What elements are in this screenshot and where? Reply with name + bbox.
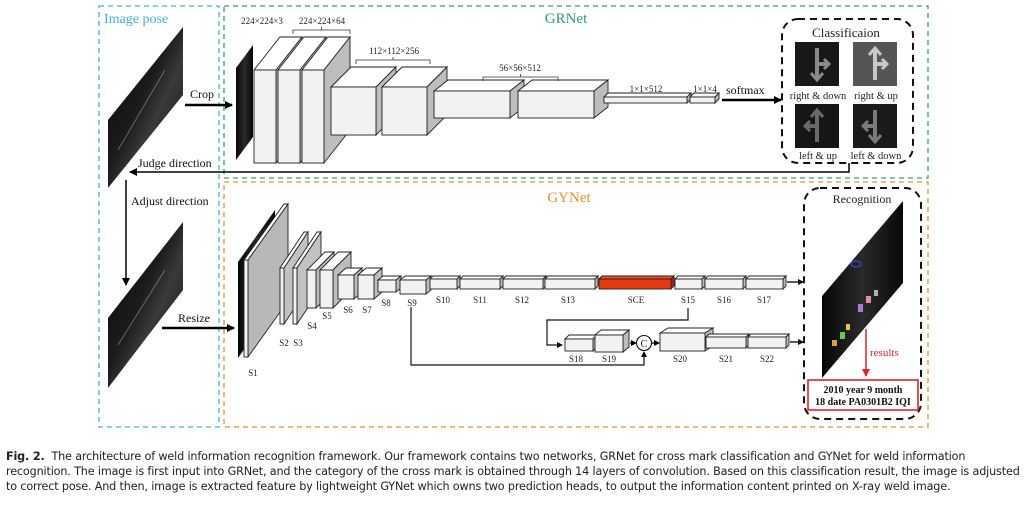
image-pose-title: Image pose: [104, 12, 168, 27]
detection-marks: [832, 260, 878, 346]
stage-label: S18: [569, 354, 584, 364]
gynet-stage-S12: [501, 274, 548, 291]
class-thumbnail-right-down: [795, 42, 839, 86]
judge-direction-label: Judge direction: [138, 156, 212, 170]
figure-caption: Fig. 2. The architecture of weld informa…: [6, 449, 1020, 495]
gynet-stage-S15: [673, 274, 707, 291]
gynet-stage-S21: [704, 332, 751, 350]
stage-label: S21: [719, 354, 733, 364]
gynet-stage-S10: [428, 274, 462, 291]
recognition-title: Recognition: [833, 192, 892, 206]
softmax-label: softmax: [726, 83, 765, 97]
grnet-dim-label: 112×112×256: [369, 46, 419, 56]
classification-box: [781, 18, 914, 164]
stage-label: S8: [381, 298, 391, 308]
grnet-dim-label: 224×224×64: [299, 16, 346, 26]
stage-label: SCE: [628, 295, 645, 305]
class-label-right-up: right & up: [854, 91, 898, 102]
gynet-stage-S16: [703, 274, 748, 291]
gynet-stage-S13: [543, 274, 600, 291]
class-thumbnail-left-down: [853, 104, 897, 148]
dimension-bracket: [355, 57, 431, 64]
stage-label: S19: [602, 354, 617, 364]
caption-text: The architecture of weld information rec…: [6, 450, 1020, 494]
gynet-title: GYNet: [547, 190, 591, 206]
concat-symbol: C: [641, 339, 648, 350]
stage-label: S9: [407, 298, 417, 308]
result-line-2: 18 date PA0301B2 IQI: [815, 397, 911, 408]
stage-label: S6: [343, 305, 353, 315]
result-line-1: 2010 year 9 month: [824, 385, 903, 396]
class-label-left-up: left & up: [799, 151, 837, 162]
framework-figure: Image pose GRNet GYNet Crop Judge direct…: [98, 5, 929, 428]
grnet-dim-label: 56×56×512: [499, 63, 541, 73]
xray-input-image: [108, 27, 183, 188]
grnet-input-image: [236, 45, 253, 160]
dimension-bracket: [292, 27, 351, 34]
gynet-stage-S11: [458, 274, 505, 291]
recognition-result-box: [807, 379, 919, 411]
stage-label: S5: [322, 311, 332, 321]
class-label-right-down: right & down: [790, 91, 847, 102]
grnet-title: GRNet: [545, 11, 588, 27]
grnet-dim-label: 1×1×4: [693, 84, 717, 94]
adjust-direction-label: Adjust direction: [131, 194, 209, 208]
results-label: results: [870, 347, 899, 359]
stage-label: S10: [436, 295, 451, 305]
stage-label: S20: [673, 354, 688, 364]
grnet-fc-block: [602, 91, 693, 105]
gynet-stage-S18: [563, 333, 599, 353]
gynet-panel: [223, 181, 929, 428]
grnet-conv-block: [432, 79, 526, 119]
xray-adjusted-image: [108, 222, 183, 388]
resize-label: Resize: [178, 311, 210, 325]
gynet-stage-SCE: [597, 274, 676, 291]
grnet-fc-block: [688, 91, 721, 105]
dimension-bracket: [482, 74, 559, 81]
class-thumbnail-right-up: [853, 42, 897, 86]
grnet-dim-label: 1×1×512: [630, 84, 663, 94]
branch-s15-to-s18: [546, 308, 689, 348]
stage-label: S7: [362, 305, 372, 315]
concat-node: [635, 334, 653, 352]
class-thumbnail-left-up: [795, 104, 839, 148]
grnet-diagram: [236, 27, 721, 165]
recognition-box: [803, 187, 922, 420]
stage-label: S12: [515, 295, 529, 305]
caption-label: Fig. 2.: [6, 450, 45, 463]
stage-label: S22: [760, 354, 774, 364]
stage-label: S1: [248, 368, 258, 378]
gynet-stage-S19: [593, 329, 631, 353]
class-label-left-down: left & down: [851, 151, 902, 162]
stage-label: S13: [561, 295, 576, 305]
stage-label: S3: [293, 338, 303, 348]
grnet-panel: [223, 5, 929, 179]
stage-label: S17: [757, 295, 772, 305]
gynet-diagram: C S1 S2 S3 S4 S5 S6 S7 S8 S9 S10 S11 S12 S13 SCE S15 S16…: [238, 202, 804, 378]
crop-label: Crop: [190, 87, 214, 101]
stage-label: S15: [681, 295, 696, 305]
classification-title: Classificaion: [812, 25, 880, 40]
gynet-stage-S20: [658, 327, 715, 352]
grnet-conv-block: [329, 65, 398, 137]
gynet-stage-S9: [398, 275, 433, 295]
stage-label: S2: [279, 338, 289, 348]
gynet-stage-S17: [744, 274, 788, 291]
judge-direction-arrow: [129, 163, 850, 176]
stage-label: S4: [307, 321, 317, 331]
grnet-conv-block: [516, 79, 610, 119]
gynet-stage-S8: [376, 275, 403, 293]
gynet-stage-S22: [746, 332, 791, 350]
stage-label: S16: [717, 295, 732, 305]
grnet-dim-label: 224×224×3: [241, 16, 283, 26]
stage-label: S11: [473, 295, 487, 305]
branch-s9-to-concat: [410, 307, 647, 366]
